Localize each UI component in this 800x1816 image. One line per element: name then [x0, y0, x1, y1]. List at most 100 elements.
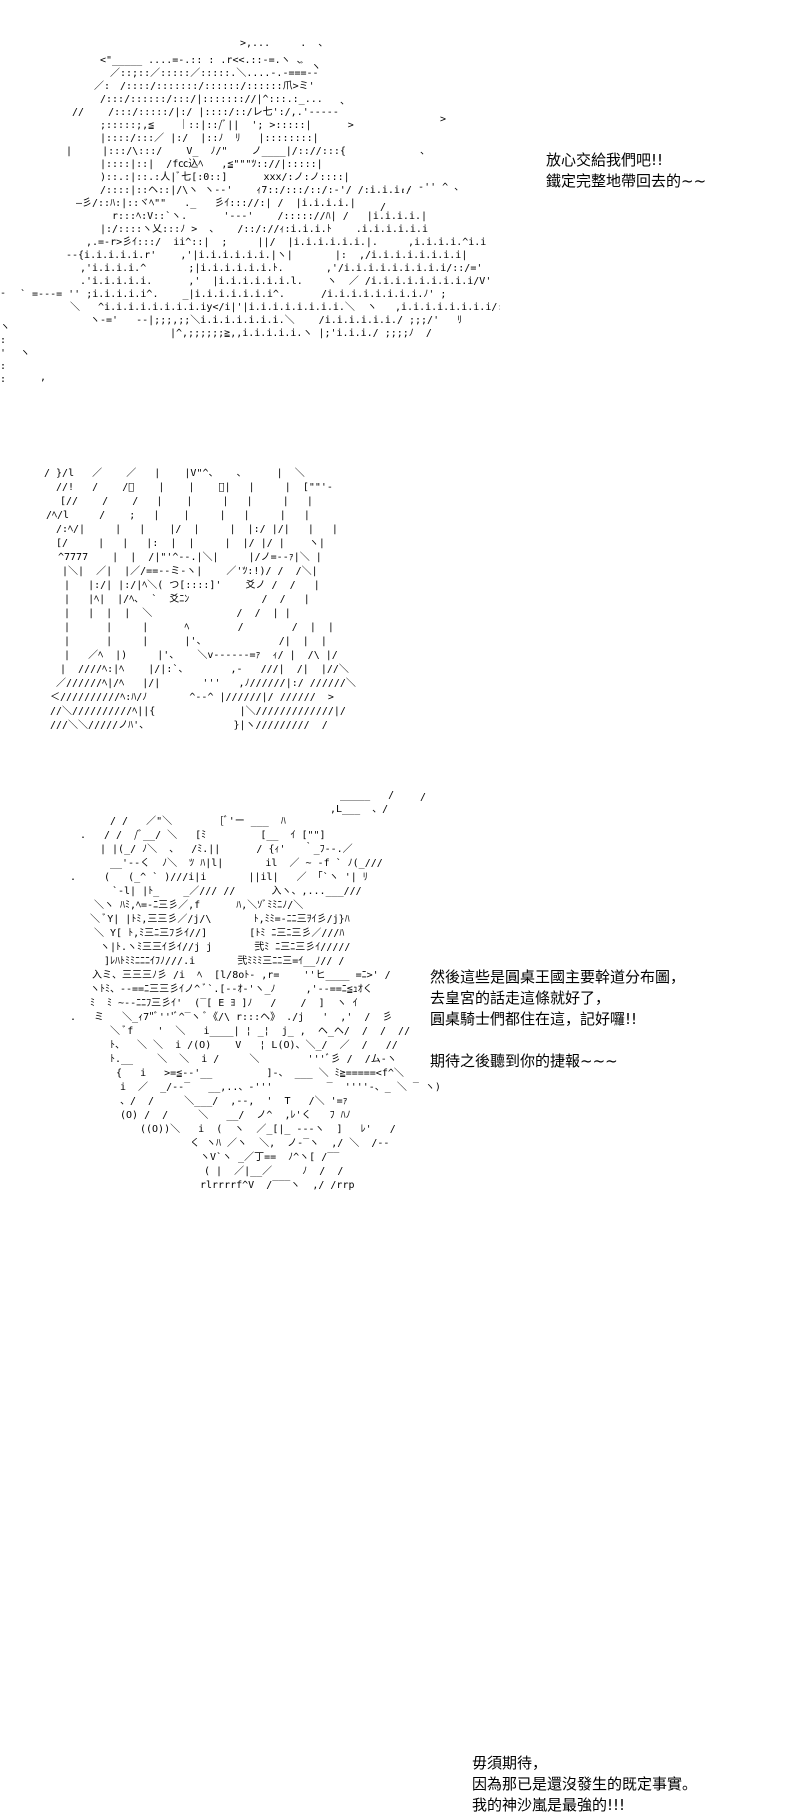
dialogue-box-2: 然後這些是圓桌王國主要幹道分布圖， 去皇宮的話走這條就好了， 圓桌騎士們都住在這… — [430, 967, 685, 1072]
svg-text:/::::|::ヘ::|/\ヽ ヽ--' ｨ7::/:: /::::|::ヘ::|/\ヽ ヽ--' ｨ7::/:::/::/:-'/ /:… — [100, 185, 412, 196]
svg-text:` =---= '' ;i.i.i.i.i^. _|i: ` =---= '' ;i.i.i.i.i^. _|i.i.i.i.i.i.i^… — [20, 288, 446, 300]
svg-text:＼ ﾞY| |ﾄﾐ,三三彡／/j/\ ﾄ,ﾐﾐ=: ＼ ﾞY| |ﾄﾐ,三三彡／/j/\ ﾄ,ﾐﾐ=-ﾆﾆ三ｦｲ彡/j}ﾊ — [90, 913, 350, 925]
svg-text:入ミ、三三三ﾉ彡 /i ﾍ [l/8oﾄ- ,r=: 入ミ、三三三ﾉ彡 /i ﾍ [l/8oﾄ- ,r= ''ヒ____ =ﾆ>' / — [92, 969, 391, 981]
svg-text:`-l| |ﾄ_ _／/// // 入ヽ、,: `-l| |ﾄ_ _／/// // 入ヽ、,...___/// — [112, 885, 362, 897]
svg-text:| |:/| |:/|ﾍ＼( つ[::::]' 爻: | |:/| |:/|ﾍ＼( つ[::::]' 爻ノ / / | — [64, 579, 320, 591]
svg-text:/ / /ﾞ__/ ＼ [ﾐ [__: / / /ﾞ__/ ＼ [ﾐ [__ ｲ [""] — [104, 829, 326, 841]
svg-text:|:/::::ヽ乂:::ﾉ > 、 /::/://ｨ:: |:/::::ヽ乂:::ﾉ > 、 /::/://ｨ:i.i.i.ﾄ .i.i.… — [100, 224, 428, 235]
svg-text:| ////ﾍ:|ﾍ |/|:`、 ,-: | ////ﾍ:|ﾍ |/|:`、 ,- ///| /| |//＼ — [60, 663, 349, 675]
svg-text:/ﾍ/l / ; | | |: /ﾍ/l / ; | | | | | | — [46, 510, 310, 521]
dialogue-line: 我的神沙嵐是最強的!!! — [472, 1796, 626, 1814]
svg-text:ﾐ ﾐ ~--ﾆﾆﾌ三彡ｲ' (‾[ E ﾖ ]ﾉ: ﾐ ﾐ ~--ﾆﾆﾌ三彡ｲ' (‾[ E ﾖ ]ﾉ / / ] ヽ ｲ — [90, 998, 358, 1009]
svg-text:_____ /: _____ / — [340, 790, 394, 801]
svg-text:/:::/::::::/:::/|::::::://|^::: /:::/::::::/:::/|::::::://|^:::.:_... — [100, 94, 323, 105]
svg-text:／//////ﾍ|/ﾍ |/| ''': ／//////ﾍ|/ﾍ |/| ''' ,ﾉ//////|:/ //////＼ — [56, 677, 356, 689]
svg-text:/ / ／"＼ [ﾞ'ー ___ ﾊ: / / ／"＼ [ﾞ'ー ___ ﾊ — [110, 815, 286, 827]
svg-text:ﾄ、 ＼ ＼ i /(O) V ¦ L(O)、: ﾄ、 ＼ ＼ i /(O) V ¦ L(O)、＼_/ ／ / // — [110, 1039, 398, 1051]
svg-text:ヽV`ヽ _／丁== ﾉ^ヽ[ /‾‾: ヽV`ヽ _／丁== ﾉ^ヽ[ /‾‾ — [200, 1151, 340, 1163]
svg-text:／::;::／:::::／:::::.＼....-.-===: ／::;::／:::::／:::::.＼....-.-===-- — [110, 67, 319, 79]
svg-text:.: . — [70, 1012, 76, 1023]
svg-text:': ' — [0, 348, 6, 359]
svg-text:ヽ|ﾄ.ヽﾐ三三ｲ彡ｲ//j j 弐ﾐ ﾆ三ﾆ三: ヽ|ﾄ.ヽﾐ三三ｲ彡ｲ//j j 弐ﾐ ﾆ三ﾆ三彡ｲ///// — [100, 941, 350, 953]
svg-text:,'i.i.i.i.^ ;|i.i.i.i.i.: ,'i.i.i.i.^ ;|i.i.i.i.i.i.ﾄ. ,'/i.i.i.i.… — [80, 263, 482, 274]
svg-text:ヽ: ヽ — [20, 348, 30, 359]
dialogue-line: 放心交給我們吧!! — [546, 151, 664, 169]
svg-text://＼//////////ﾍ||{: //＼//////////ﾍ||{ |＼/////////////|/ — [50, 705, 346, 717]
svg-text:ﾞ ヽ: ﾞ ヽ — [300, 61, 321, 73]
svg-text:ミ ＼_ｨ7"ﾞ'''ﾞ^‾ヽ ﾞ《/\ r:::ヘ》: ミ ＼_ｨ7"ﾞ'''ﾞ^‾ヽ ﾞ《/\ r:::ヘ》 ./j ' ,' / 彡 — [94, 1011, 392, 1023]
svg-text:| |(_/ ﾉ＼ 、 /ﾐ.|| / {ｨ': | |(_/ ﾉ＼ 、 /ﾐ.|| / {ｨ' ｀_ﾌ--.／ — [100, 841, 353, 855]
svg-text:/: / — [380, 202, 386, 213]
dialogue-line: 期待之後聽到你的捷報~~~ — [430, 1052, 618, 1070]
svg-text:r:::ﾍ:V::`ヽ. '---' /::: r:::ﾍ:V::`ヽ. '---' /::::://ﾊ| / |i.i.i.i… — [112, 210, 427, 222]
svg-text:ヽﾄﾐ、--==ﾆ三三彡ｲノ^ ﾞ`.[--ｵ-'ヽ_ﾉ: ヽﾄﾐ、--==ﾆ三三彡ｲノ^ ﾞ`.[--ｵ-'ヽ_ﾉ ,'--==ﾆ≦ｭｵく — [90, 983, 373, 995]
svg-text:-: - — [0, 288, 6, 299]
svg-text:、: 、 — [420, 146, 430, 157]
svg-text:|＼| ／| |／/==--ミ-ヽ| ／'ﾂ:!): |＼| ／| |／/==--ミ-ヽ| ／'ﾂ:!)/ / /＼| — [62, 565, 318, 577]
svg-text:(O) / / ＼ __/ ノ^ ,ﾚ'く: (O) / / ＼ __/ ノ^ ,ﾚ'く ﾌ ﾊﾉ — [120, 1109, 351, 1121]
svg-text:.: . — [70, 872, 76, 883]
ascii-art-creature-with-ears: _____ / ,L___ 、/ / / ／"＼ [ﾞ'ー ___ ﾊ / / … — [0, 780, 460, 1200]
svg-text:<"_____ ....=-.:: : .r<<.::-=.: <"_____ ....=-.:: : .r<<.::-=.ヽ 、 — [100, 55, 307, 66]
svg-text:| | | ﾍ /: | | | ﾍ / / | | — [64, 622, 334, 633]
dialogue-line: 去皇宮的話走這條就好了， — [430, 989, 611, 1007]
svg-text:| ／ﾍ |) |'、 ＼v------=: | ／ﾍ |) |'、 ＼v------=ｧ ｨ/ | /\ |/ — [64, 649, 338, 661]
svg-text:、: 、 — [340, 96, 350, 107]
dialogue-line: 鐵定完整地帶回去的~~ — [546, 172, 707, 190]
ascii-art-character-smiling: / }/l ／ ／ | |V"^、 、 | ＼ //! / /ﾞ | | ﾞ| … — [0, 440, 450, 770]
svg-text:.: . — [80, 830, 86, 841]
svg-text:///＼＼/////ノﾊ'、 }|: ///＼＼/////ノﾊ'、 }|ヽ///////// / — [50, 719, 328, 731]
dialogue-box-1: 放心交給我們吧!! 鐵定完整地帶回去的~~ — [546, 150, 706, 192]
svg-text:.'i.i.i.i.i. ,' |i.i.i.i: .'i.i.i.i.i. ,' |i.i.i.i.i.i.l. ヽ ／ /i.i… — [80, 275, 491, 287]
svg-text:＼ヽ ﾊﾐ,ﾍ=-ﾆ三彡／,f ﾊ,＼ｿﾞﾐﾐﾆﾉ: ＼ヽ ﾊﾐ,ﾍ=-ﾆ三彡／,f ﾊ,＼ｿﾞﾐﾐﾆﾉ/＼ — [94, 899, 303, 911]
svg-text:( | ／|__／ ﾉ / /: ( | ／|__／ ﾉ / / — [204, 1165, 343, 1177]
svg-text:>: > — [440, 114, 446, 125]
svg-text::: : — [0, 335, 6, 346]
svg-text:| |ﾍ| |/ﾍ､ ` 爻ﾆﾝ: | |ﾍ| |/ﾍ､ ` 爻ﾆﾝ / / | — [64, 593, 310, 605]
svg-text:、/ / ＼___/ ,--, ' T: 、/ / ＼___/ ,--, ' T /＼ '=ｧ — [120, 1095, 348, 1107]
svg-text:rlrrrrf^V /‾‾‾ヽ ,/ /rrp: rlrrrrf^V /‾‾‾ヽ ,/ /rrp — [200, 1180, 355, 1191]
svg-text:|::::|::| /f㏄込ﾍ ,≦"""ﾂ:://|: |::::|::| /f㏄込ﾍ ,≦"""ﾂ:://|:::::| — [100, 158, 323, 170]
svg-text:| | | |'、: | | | |'、 /| | | — [64, 636, 327, 647]
svg-text:ヽ-=' --|;;;,;;＼i.i.i.i.i.i.i: ヽ-=' --|;;;,;;＼i.i.i.i.i.i.i.＼ /i.i.i.i.… — [90, 314, 462, 326]
dialogue-line: 毋須期待， — [472, 1754, 548, 1772]
svg-text:[/ | | |: | | |: [/ | | |: | | | |/ |/ | ヽ| — [56, 538, 325, 549]
dialogue-line: 然後這些是圓桌王國主要幹道分布圖， — [430, 968, 686, 986]
svg-text:^7777 | | /|"'^--.|＼|: ^7777 | | /|"'^--.|＼| |/ノ=--ｧ|＼ | — [58, 551, 322, 563]
svg-text:( (_^ ` )///i|i ||il|: ( (_^ ` )///i|i ||il| ／ 「`ヽ '| ﾘ — [104, 871, 368, 883]
svg-text:((O))＼ i ( ヽ ／_[|_ ---ヽ: ((O))＼ i ( ヽ ／_[|_ ---ヽ ] ﾚ' / — [140, 1123, 396, 1135]
svg-text:>,... . 、: >,... . 、 — [240, 38, 328, 49]
panel-2: / }/l ／ ／ | |V"^、 、 | ＼ //! / /ﾞ | | ﾞ| … — [0, 440, 800, 1070]
svg-text:,.=-r>彡ｲ:::/ ii^::| ; ||: ,.=-r>彡ｲ:::/ ii^::| ; ||/ |i.i.i.i.i.i.|… — [86, 237, 486, 248]
svg-text:;:::::;,≦ ｜::|::/ﾞ|| '; >:: ;:::::;,≦ ｜::|::/ﾞ|| '; >:::::| > — [100, 119, 354, 131]
panel-1: >,... . 、 <"_____ ....=-.:: : .r<<.::-=.… — [0, 0, 800, 400]
svg-text:/: / — [420, 792, 426, 803]
svg-text:,L___ 、/: ,L___ 、/ — [330, 804, 388, 815]
svg-text://! / /ﾞ | | ﾞ|: //! / /ﾞ | | ﾞ| | | [""'- — [56, 482, 333, 493]
svg-text:]ﾚﾊﾄﾐﾐﾆﾆﾆｲﾌﾉ///.i 弐ﾐﾐﾐ三ﾆ: ]ﾚﾊﾄﾐﾐﾆﾆﾆｲﾌﾉ///.i 弐ﾐﾐﾐ三ﾆﾆ三=ｲ__ﾉ// / — [104, 955, 344, 967]
svg-text:ﾄ.__ ＼ ＼ i / ＼: ﾄ.__ ＼ ＼ i / ＼ '''ﾞ彡 / /ム-ヽ — [110, 1053, 397, 1065]
svg-text:＼ ^i.i.i.i.i.i.i.i.iy</i|'|i: ＼ ^i.i.i.i.i.i.i.i.iy</i|'|i.i.i.i.i.i.i… — [70, 301, 500, 313]
dialogue-line: 圓桌騎士們都住在這，記好囉!! — [430, 1010, 638, 1028]
svg-text:--{i.i.i.i.i.r' ,'|i.i.i.i.: --{i.i.i.i.i.r' ,'|i.i.i.i.i.i.|ヽ| |: ,/… — [66, 250, 500, 261]
svg-text:ヽ: ヽ — [0, 322, 10, 333]
svg-text:/:ﾍ/| | | |/ | |: /:ﾍ/| | | |/ | | |:/ |/| | | — [56, 524, 338, 535]
svg-text:__'--く ﾉ＼ ﾂ ﾊ|l| il ／: __'--く ﾉ＼ ﾂ ﾊ|l| il ／ ~ -f ` ﾉ(_/// — [110, 857, 383, 869]
ascii-art-character-saluting: >,... . 、 <"_____ ....=-.:: : .r<<.::-=.… — [0, 0, 500, 400]
svg-text:// /:::/:::::/|:/ |::::/::/: // /:::/:::::/|:/ |::::/::/レ七':/,.'----- — [72, 106, 339, 118]
svg-text:＜//////////ﾍ:ﾊ/ﾉ ^--^ |/: ＜//////////ﾍ:ﾊ/ﾉ ^--^ |//////|/ ////// > — [50, 692, 334, 703]
svg-text:i ／ _/--‾ __,..、-''': i ／ _/--‾ __,..、-''' ‾ ''''-、_ ＼ ‾ ヽ) — [120, 1081, 441, 1093]
svg-text:／: /::::/:::::::/::::::/::::::: ／: /::::/:::::::/::::::/::::::爪>ミ' — [94, 80, 315, 92]
svg-text:,. -'' ^ 、: ,. -'' ^ 、 — [400, 182, 464, 193]
svg-text:く ヽﾊ ／ヽ ＼, ノ-‾ヽ ,/ ＼ /--: く ヽﾊ ／ヽ ＼, ノ-‾ヽ ,/ ＼ /-- — [190, 1137, 389, 1149]
svg-text:―彡/::ﾊ:|::ヾﾍ"" ._ 彡ｲ::://:: ―彡/::ﾊ:|::ヾﾍ"" ._ 彡ｲ::://:| / |i.i.i.i.| — [76, 198, 356, 209]
svg-text:/ }/l ／ ／ | |V"^、: / }/l ／ ／ | |V"^、 、 | ＼ — [44, 467, 305, 479]
svg-text:＼ ﾞf ' ＼ i____| ¦ _¦ j_: ＼ ﾞf ' ＼ i____| ¦ _¦ j_ , ヘ_ヘ/ / / // — [110, 1025, 410, 1037]
svg-text::: : — [0, 361, 6, 372]
panel-3: _____ / ,L___ 、/ / / ／"＼ [ﾞ'ー ___ ﾊ / / … — [0, 780, 800, 1814]
dialogue-line: 因為那已是還沒發生的既定事實。 — [472, 1775, 698, 1793]
svg-text:)::.:|::.:人|ﾞ七[:0::] xxx/: )::.:|::.:人|ﾞ七[:0::] xxx/:ノ:ノ::::| — [100, 171, 350, 183]
svg-text:,: , — [40, 372, 46, 383]
svg-text:| | | | ＼ /: | | | | ＼ / / | | — [64, 607, 291, 619]
svg-text::: : — [0, 374, 6, 385]
